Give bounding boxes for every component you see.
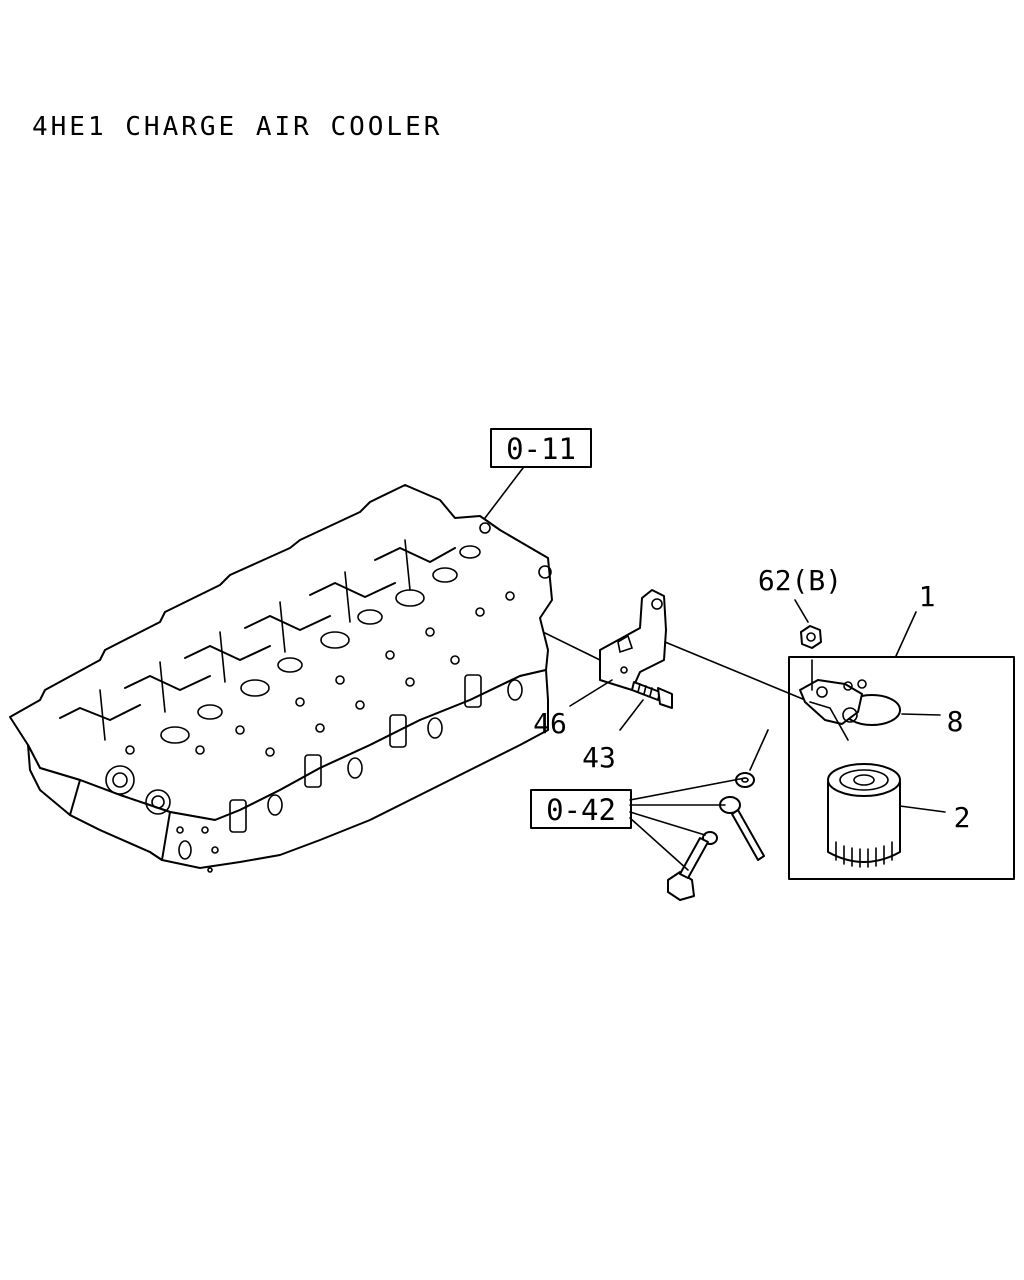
ref-box-0-11[interactable]: 0-11: [490, 428, 592, 468]
cylinder-head: [9, 484, 553, 873]
leader-lines: [484, 467, 946, 871]
callout-2[interactable]: 2: [954, 801, 971, 834]
ref-box-0-42[interactable]: 0-42: [530, 789, 632, 829]
ref-label-0-11: 0-11: [506, 432, 576, 466]
callout-1[interactable]: 1: [919, 580, 936, 613]
oil-filter-part: [827, 763, 901, 868]
callout-46[interactable]: 46: [533, 707, 567, 740]
bracket-part: [599, 589, 667, 691]
callout-43[interactable]: 43: [582, 741, 616, 774]
bolt-part: [631, 681, 673, 709]
assembly-box: [788, 656, 1015, 880]
fitting-parts: [667, 772, 765, 901]
callout-62b[interactable]: 62(B): [758, 564, 842, 597]
diagram-title: 4HE1 CHARGE AIR COOLER: [32, 112, 443, 142]
filter-head-part: [799, 659, 901, 741]
callout-8[interactable]: 8: [947, 705, 964, 738]
ref-label-0-42: 0-42: [546, 793, 616, 827]
nut-part: [800, 625, 822, 649]
